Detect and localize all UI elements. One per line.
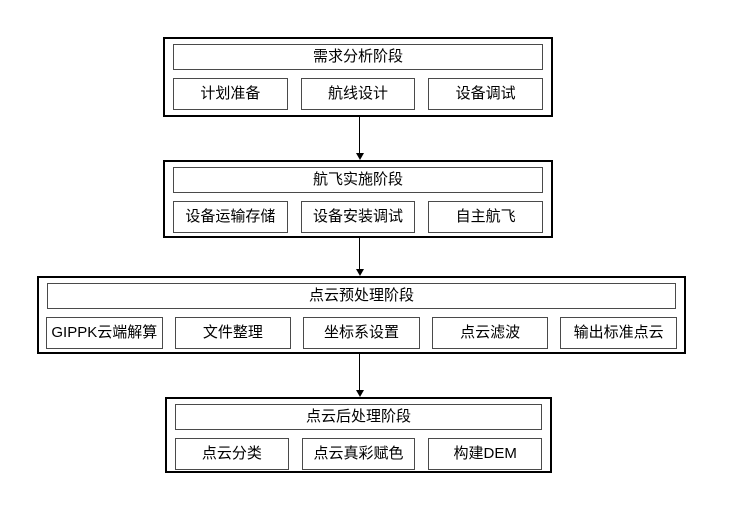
step-box: 航线设计 [300, 78, 416, 110]
arrow-head-icon [355, 390, 364, 397]
stage-title: 航飞实施阶段 [173, 167, 543, 193]
step-box: 计划准备 [173, 78, 288, 110]
step-box: GIPPK云端解算 [46, 317, 163, 349]
step-box: 文件整理 [174, 317, 292, 349]
stage-title: 点云预处理阶段 [47, 283, 676, 309]
step-row: 点云分类 点云真彩赋色 构建DEM [167, 438, 550, 470]
flow-arrow-3 [355, 354, 364, 397]
step-box: 设备运输存储 [173, 201, 288, 233]
step-box: 设备调试 [428, 78, 544, 110]
arrow-head-icon [355, 153, 364, 160]
arrow-shaft [359, 354, 360, 391]
step-box: 构建DEM [428, 438, 543, 470]
stage-requirements-analysis: 需求分析阶段 计划准备 航线设计 设备调试 [163, 37, 553, 117]
step-row: 计划准备 航线设计 设备调试 [165, 78, 551, 110]
stage-title: 需求分析阶段 [173, 44, 543, 70]
arrow-shaft [359, 117, 360, 154]
stage-title: 点云后处理阶段 [175, 404, 542, 430]
step-box: 点云真彩赋色 [301, 438, 416, 470]
stage-flight-implementation: 航飞实施阶段 设备运输存储 设备安装调试 自主航飞 [163, 160, 553, 238]
step-box: 设备安装调试 [300, 201, 416, 233]
stage-pointcloud-preprocessing: 点云预处理阶段 GIPPK云端解算 文件整理 坐标系设置 点云滤波 输出标准点云 [37, 276, 686, 354]
step-box: 输出标准点云 [560, 317, 677, 349]
arrow-head-icon [355, 269, 364, 276]
step-row: GIPPK云端解算 文件整理 坐标系设置 点云滤波 输出标准点云 [39, 317, 684, 349]
step-box: 坐标系设置 [303, 317, 420, 349]
flow-arrow-1 [355, 117, 364, 160]
step-box: 自主航飞 [428, 201, 544, 233]
flow-arrow-2 [355, 238, 364, 276]
step-row: 设备运输存储 设备安装调试 自主航飞 [165, 201, 551, 233]
stage-pointcloud-postprocessing: 点云后处理阶段 点云分类 点云真彩赋色 构建DEM [165, 397, 552, 473]
arrow-shaft [359, 238, 360, 270]
step-box: 点云分类 [175, 438, 289, 470]
step-box: 点云滤波 [431, 317, 549, 349]
